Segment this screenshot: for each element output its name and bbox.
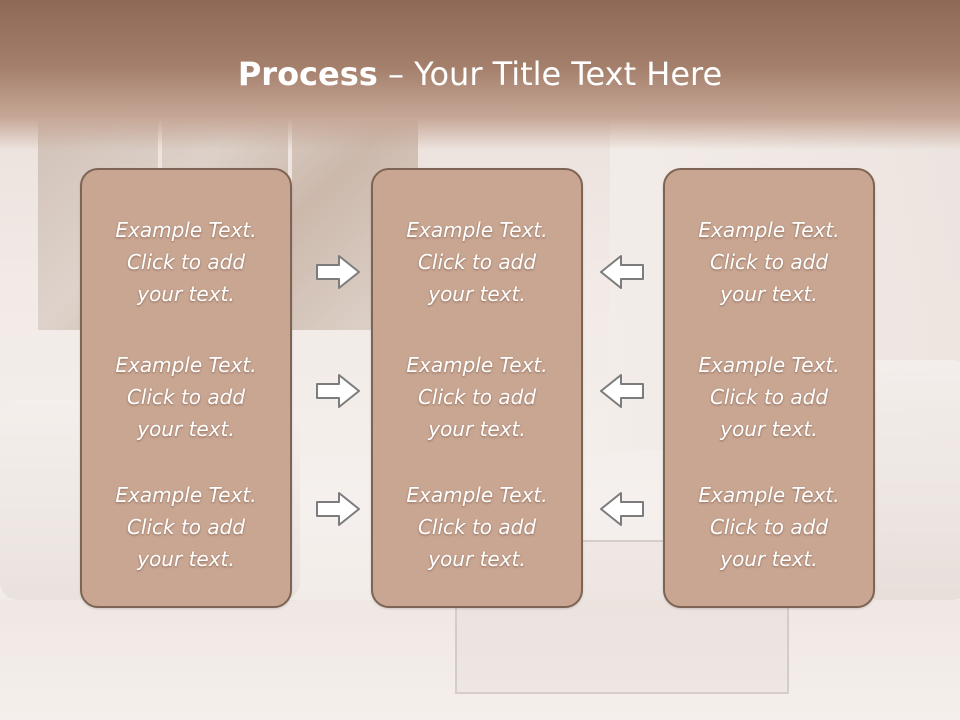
background-sofa-right bbox=[860, 360, 960, 600]
text-line: your text. bbox=[137, 282, 235, 306]
text-line: Click to add bbox=[126, 515, 246, 539]
arrow-right-icon[interactable] bbox=[314, 372, 362, 410]
text-placeholder[interactable]: Example Text. Click to add your text. bbox=[665, 349, 873, 445]
text-line: Click to add bbox=[417, 250, 537, 274]
arrow-left-icon[interactable] bbox=[598, 372, 646, 410]
text-line: your text. bbox=[428, 417, 526, 441]
arrow-right-icon[interactable] bbox=[314, 490, 362, 528]
slide-title[interactable]: Process – Your Title Text Here bbox=[0, 54, 960, 94]
text-line: Example Text. bbox=[406, 218, 548, 242]
text-line: Example Text. bbox=[698, 353, 840, 377]
text-line: your text. bbox=[720, 282, 818, 306]
text-line: Click to add bbox=[709, 250, 829, 274]
process-box-1[interactable]: Example Text. Click to add your text. Ex… bbox=[80, 168, 292, 608]
process-box-2[interactable]: Example Text. Click to add your text. Ex… bbox=[371, 168, 583, 608]
text-line: Example Text. bbox=[115, 353, 257, 377]
arrow-right-icon[interactable] bbox=[314, 253, 362, 291]
text-line: Example Text. bbox=[406, 353, 548, 377]
text-line: your text. bbox=[428, 547, 526, 571]
text-line: Click to add bbox=[709, 385, 829, 409]
arrow-left-icon[interactable] bbox=[598, 490, 646, 528]
text-line: your text. bbox=[428, 282, 526, 306]
title-band bbox=[0, 0, 960, 150]
text-line: Example Text. bbox=[698, 483, 840, 507]
text-placeholder[interactable]: Example Text. Click to add your text. bbox=[373, 214, 581, 310]
text-line: Example Text. bbox=[698, 218, 840, 242]
text-line: Example Text. bbox=[115, 218, 257, 242]
text-placeholder[interactable]: Example Text. Click to add your text. bbox=[82, 349, 290, 445]
text-line: your text. bbox=[720, 547, 818, 571]
background-floor bbox=[0, 600, 960, 720]
title-bold-part: Process bbox=[237, 55, 378, 93]
text-line: your text. bbox=[720, 417, 818, 441]
text-placeholder[interactable]: Example Text. Click to add your text. bbox=[82, 214, 290, 310]
text-placeholder[interactable]: Example Text. Click to add your text. bbox=[373, 349, 581, 445]
text-placeholder[interactable]: Example Text. Click to add your text. bbox=[665, 214, 873, 310]
text-line: Click to add bbox=[709, 515, 829, 539]
text-line: Example Text. bbox=[406, 483, 548, 507]
text-line: Example Text. bbox=[115, 483, 257, 507]
text-placeholder[interactable]: Example Text. Click to add your text. bbox=[665, 479, 873, 575]
text-placeholder[interactable]: Example Text. Click to add your text. bbox=[82, 479, 290, 575]
process-box-3[interactable]: Example Text. Click to add your text. Ex… bbox=[663, 168, 875, 608]
arrow-left-icon[interactable] bbox=[598, 253, 646, 291]
text-line: Click to add bbox=[417, 515, 537, 539]
text-line: Click to add bbox=[417, 385, 537, 409]
text-placeholder[interactable]: Example Text. Click to add your text. bbox=[373, 479, 581, 575]
text-line: Click to add bbox=[126, 385, 246, 409]
text-line: Click to add bbox=[126, 250, 246, 274]
text-line: your text. bbox=[137, 417, 235, 441]
text-line: your text. bbox=[137, 547, 235, 571]
title-regular-part: – Your Title Text Here bbox=[377, 55, 723, 93]
